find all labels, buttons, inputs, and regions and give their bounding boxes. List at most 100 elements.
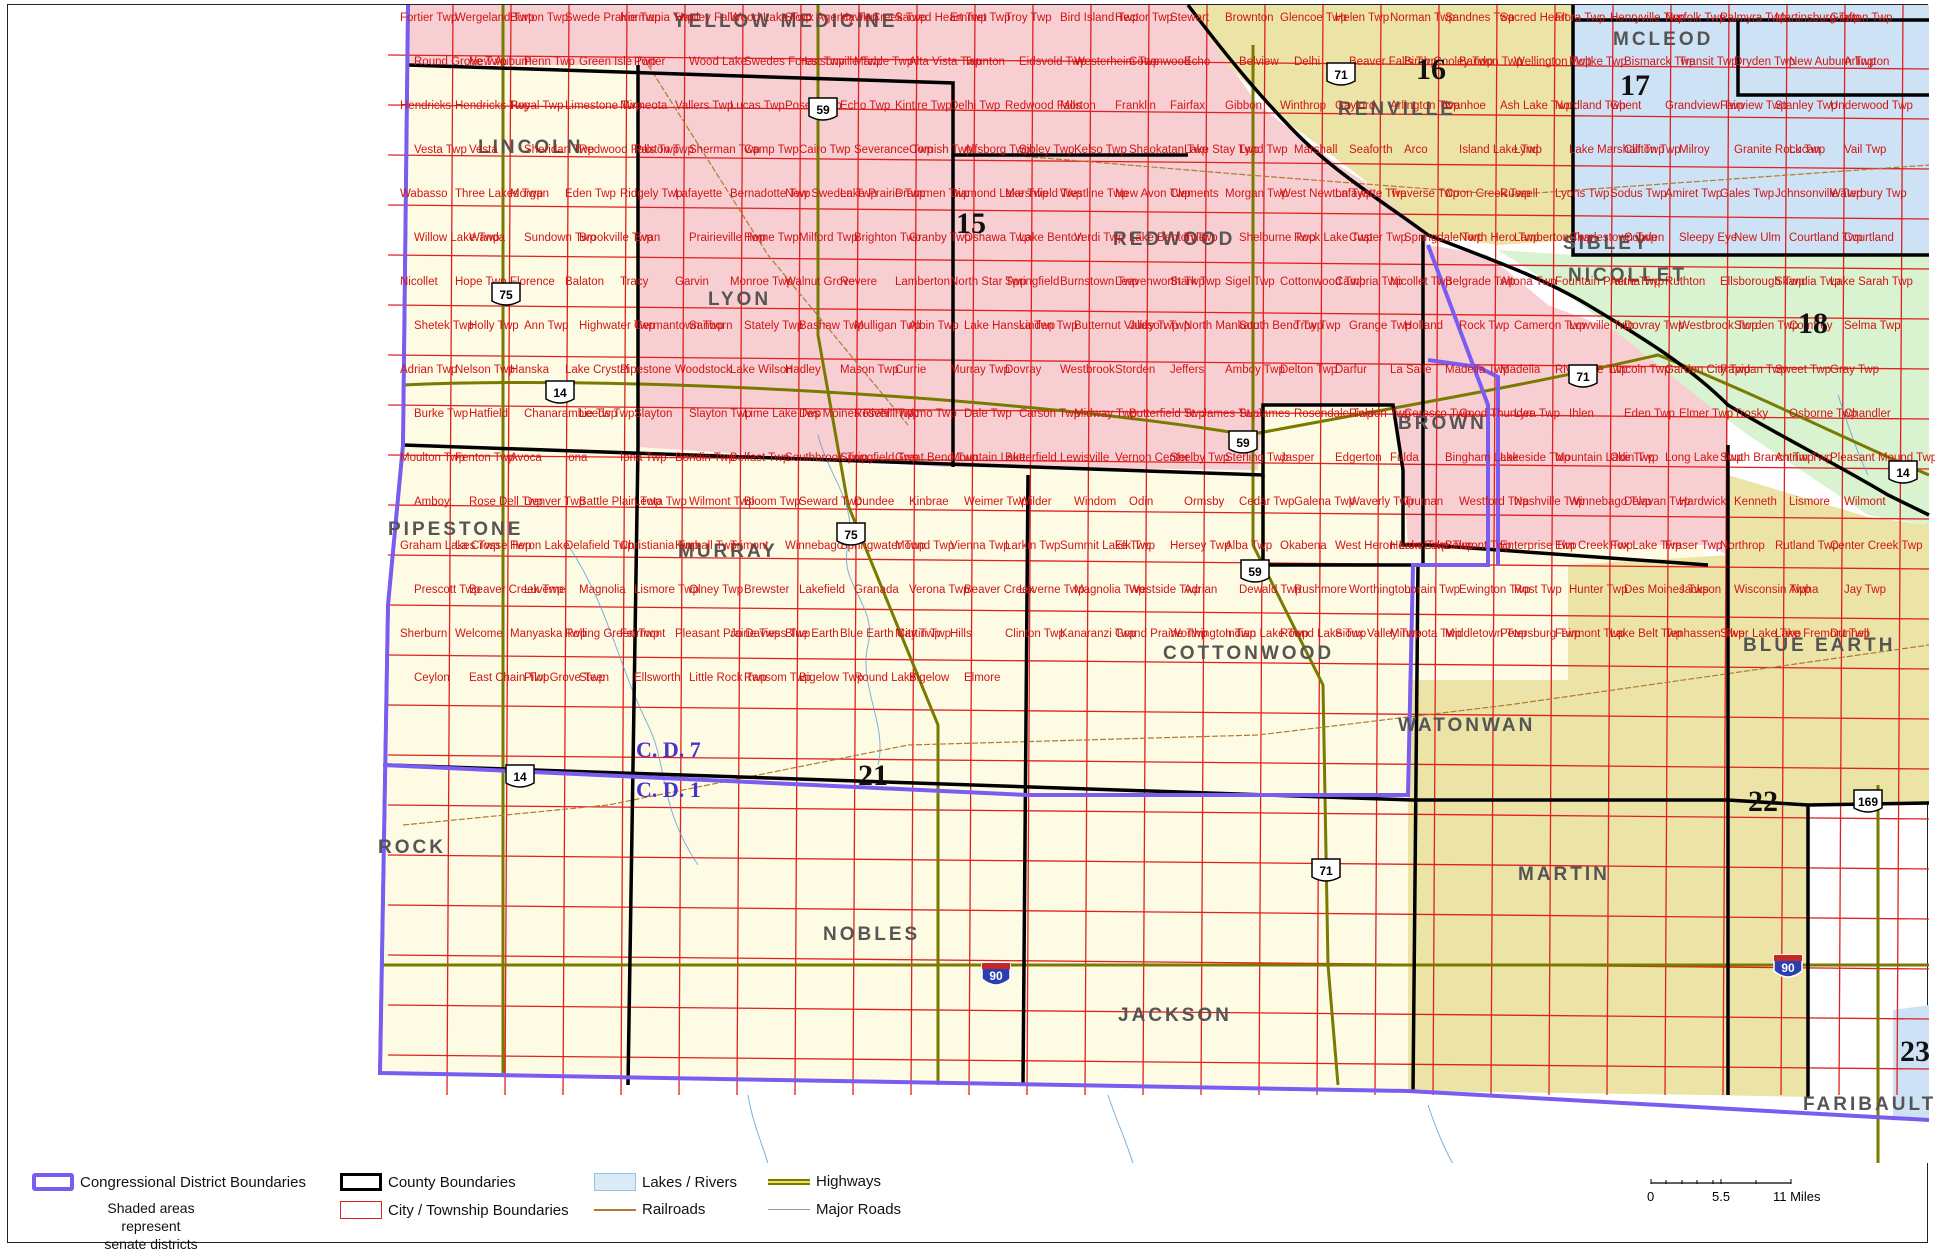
- place-label: Arlington: [1844, 56, 1889, 68]
- place-label: Limestone Twp: [565, 100, 642, 112]
- legend-township-swatch: [340, 1201, 382, 1219]
- scale-bar-graphic: 0 5.5 11 Miles: [1647, 1179, 1821, 1204]
- river: [1427, 1104, 1454, 1165]
- township-line: [387, 704, 1930, 720]
- shield-number: 71: [1576, 370, 1590, 384]
- place-label: Ann Twp: [524, 320, 569, 332]
- place-label: Fairfax: [1170, 100, 1205, 112]
- place-label: Lake Prairie Twp: [840, 188, 925, 200]
- place-label: Westline Twp: [1060, 188, 1128, 200]
- place-label: Comfrey: [1789, 320, 1833, 332]
- river: [1837, 394, 1869, 476]
- shield-number: 59: [1248, 565, 1262, 579]
- legend-railroads-label: Railroads: [642, 1201, 706, 1218]
- place-label: Sioux Agency Twp: [785, 12, 879, 24]
- legend-county-label: County Boundaries: [388, 1173, 516, 1191]
- place-label: Bandon Twp: [1459, 56, 1523, 68]
- township-line: [1664, 4, 1672, 1096]
- township-line: [504, 4, 512, 1096]
- place-label: Shetek Twp: [414, 320, 474, 332]
- legend-shaded-note: Shaded areas represent senate districts: [76, 1199, 226, 1253]
- place-label: Nicollet Twp: [1390, 276, 1452, 288]
- township-grid: [387, 4, 1930, 1096]
- township-line: [1722, 4, 1730, 1096]
- place-label: Jackson: [1679, 584, 1721, 596]
- place-label: Lorain Twp: [1404, 584, 1460, 596]
- place-label: Vesta Twp: [414, 144, 467, 156]
- us-highway-shield-icon: 14: [545, 380, 575, 404]
- place-label: Troy Twp: [1294, 320, 1341, 332]
- place-label: Nordland Twp: [1555, 100, 1626, 112]
- place-label: Birch Cooley Twp: [1404, 56, 1493, 68]
- place-label: Selma Twp: [1844, 320, 1901, 332]
- place-label: Darfur: [1335, 364, 1367, 376]
- place-label: Revere: [840, 276, 877, 288]
- place-label: Fountain Prairie Twp: [1555, 276, 1660, 288]
- place-label: Lyons Twp: [1555, 188, 1609, 200]
- place-label: Arco: [1404, 144, 1428, 156]
- place-label: Alba Twp: [1225, 540, 1272, 552]
- place-label: Oshawa Twp: [964, 232, 1030, 244]
- place-label: Prescott Twp: [414, 584, 480, 596]
- county-label: RENVILLE: [1338, 99, 1456, 120]
- place-label: Springfield: [1005, 276, 1059, 288]
- district-22-area: [1568, 565, 1728, 680]
- county-label: LINCOLN: [478, 137, 583, 158]
- place-label: Midway Twp: [1074, 408, 1137, 420]
- place-label: Hanska: [510, 364, 550, 376]
- place-label: Winnebago Twp: [1569, 496, 1651, 508]
- place-label: Wergeland Twp: [455, 12, 534, 24]
- place-label: Odin Twp: [1610, 452, 1658, 464]
- place-label: Elmore: [964, 672, 1000, 684]
- legend-lakes: Lakes / Rivers: [594, 1173, 737, 1191]
- place-label: Lafayette Twp: [1335, 188, 1406, 200]
- place-label: Normania Twp: [620, 12, 694, 24]
- out-of-area: [8, 1077, 1929, 1164]
- place-label: Sherman Twp: [689, 144, 760, 156]
- place-label: Rolling Green Twp: [565, 628, 659, 640]
- place-label: Lucan: [1789, 144, 1820, 156]
- place-label: Rushmore: [1294, 584, 1347, 596]
- place-label: Jeffers: [1170, 364, 1205, 376]
- place-label: Gaylord: [1335, 100, 1375, 112]
- place-label: Elk Twp: [1115, 540, 1155, 552]
- place-label: Wisconsin Twp: [1734, 584, 1810, 596]
- place-label: Fenton Twp: [455, 452, 515, 464]
- place-label: Rapidan Twp: [1720, 364, 1787, 376]
- place-label: Sibley Twp: [1019, 144, 1074, 156]
- place-label: Diamond Lake Twp: [950, 188, 1048, 200]
- congressional-boundary: [377, 4, 1930, 1122]
- place-label: Ewington Twp: [1459, 584, 1530, 596]
- place-label: Sweet Twp: [1775, 364, 1831, 376]
- shield-number: 75: [844, 528, 858, 542]
- place-label: Shaokatan Twp: [1129, 144, 1208, 156]
- place-label: Rock Twp: [1459, 320, 1509, 332]
- us-highway-shield-icon: 169: [1853, 789, 1883, 813]
- place-label: La Salle: [1390, 364, 1432, 376]
- place-label: Ruthton: [1665, 276, 1705, 288]
- place-label: Amiret Twp: [1665, 188, 1722, 200]
- place-label: Little Rock Twp: [689, 672, 767, 684]
- shield-number: 14: [513, 770, 527, 784]
- place-label: Holland: [1404, 320, 1443, 332]
- place-label: Silver Lake Twp: [1720, 628, 1801, 640]
- place-label: Dovray Twp: [1624, 320, 1685, 332]
- legend-major-roads-label: Major Roads: [816, 1201, 902, 1218]
- place-label: Tyler: [1184, 232, 1209, 244]
- rivers: [567, 394, 1869, 1165]
- place-label: Bismarck Twp: [1624, 56, 1695, 68]
- place-label: Lake Fremont Twp: [1775, 628, 1870, 640]
- place-label: Enterprise Twp: [1500, 540, 1577, 552]
- place-label: Welcome: [455, 628, 503, 640]
- place-label: Echo Twp: [840, 100, 890, 112]
- place-label: Delafield Twp: [565, 540, 634, 552]
- place-label: Russell: [1500, 188, 1538, 200]
- place-label: Osborne Twp: [1789, 408, 1857, 420]
- place-label: Beaver Creek: [964, 584, 1035, 596]
- place-label: Carson Twp: [1019, 408, 1080, 420]
- place-label: Fieldon Twp: [1349, 408, 1411, 420]
- place-label: Jo Daviess Twp: [730, 628, 810, 640]
- shield-number: 14: [553, 386, 567, 400]
